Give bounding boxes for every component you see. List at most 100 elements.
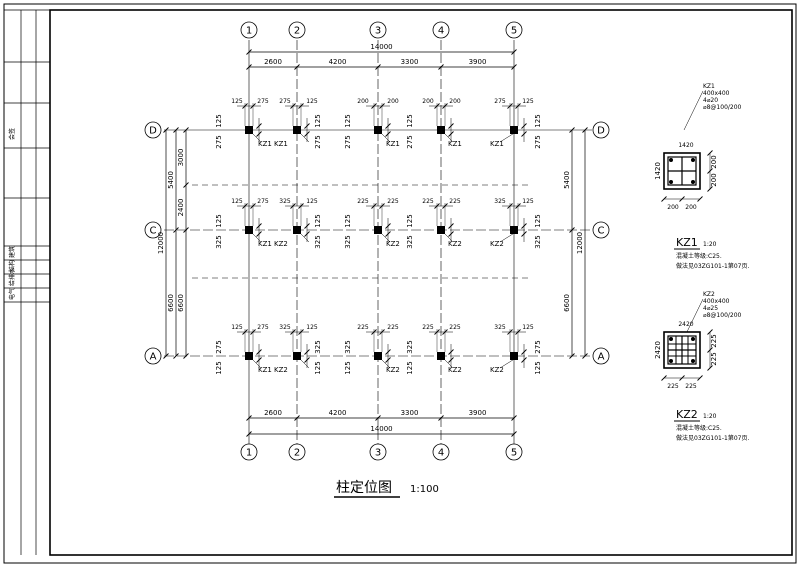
dimension-tick — [304, 357, 310, 363]
local-dimension-side-text: 125 — [314, 361, 322, 374]
local-dimension-text: 225 — [422, 198, 434, 205]
dimension-total: 14000 — [370, 43, 392, 51]
dimension-tick — [438, 415, 444, 421]
local-dimension-side-text: 275 — [406, 135, 414, 148]
detail-spec-name: KZ2 — [703, 291, 715, 298]
dimension-tick — [569, 127, 575, 133]
local-dimension-side-text: 275 — [215, 340, 223, 353]
local-dimension-text: 275 — [494, 98, 506, 105]
local-dimension-side-text: 125 — [406, 114, 414, 127]
axis-label-bottom: 4 — [438, 448, 444, 459]
axis-bubble-top — [505, 21, 523, 39]
dimension-tick — [661, 196, 667, 202]
dimension-tick — [679, 375, 685, 381]
dimension-tick — [294, 64, 300, 70]
axis-bubble-bottom — [288, 443, 306, 461]
dimension-tick — [511, 431, 517, 437]
column-C2 — [293, 226, 301, 234]
detail-dim-top: 2420 — [678, 321, 693, 328]
column-leader — [298, 231, 310, 243]
local-dimension-text: 325 — [279, 324, 291, 331]
axis-label-top: 2 — [294, 26, 300, 37]
axis-label-left: C — [150, 226, 157, 237]
axis-bubble-bottom — [505, 443, 523, 461]
dimension-tick — [707, 168, 713, 174]
local-dimension-side-text: 275 — [344, 135, 352, 148]
dimension-tick — [521, 231, 527, 237]
column-leader — [442, 357, 454, 369]
detail-note-reference: 做法见03ZG101-1第07页. — [676, 434, 749, 442]
dimension-tick — [569, 353, 575, 359]
stamp-row-4: 电气 — [8, 288, 16, 300]
dimension-tick — [697, 375, 703, 381]
column-tag: KZ1 — [258, 240, 272, 248]
local-dimension-side-text: 325 — [314, 235, 322, 248]
column-C1 — [245, 226, 253, 234]
dimension-right: 6600 — [563, 294, 571, 312]
dimension-span: 4200 — [329, 58, 347, 66]
dimension-tick — [448, 231, 454, 237]
sheet-border-inner — [49, 9, 793, 556]
dimension-tick — [707, 365, 713, 371]
local-dimension-side-text: 325 — [406, 235, 414, 248]
dimension-tick — [256, 349, 262, 355]
dimension-left-total: 12000 — [157, 232, 165, 254]
column-leader — [379, 357, 391, 369]
detail-note-concrete: 混凝土等级:C25. — [676, 424, 722, 432]
local-dimension-text: 325 — [494, 198, 506, 205]
dimension-tick — [511, 415, 517, 421]
local-dimension-text: 200 — [449, 98, 461, 105]
axis-label-bottom: 5 — [511, 448, 517, 459]
dimension-tick — [385, 231, 391, 237]
axis-label-bottom: 1 — [246, 448, 252, 459]
local-dimension-text: 200 — [387, 98, 399, 105]
axis-label-left: D — [149, 126, 157, 137]
local-dimension-side-text: 125 — [534, 114, 542, 127]
dimension-tick — [375, 415, 381, 421]
dimension-tick — [183, 353, 189, 359]
dimension-tick — [256, 223, 262, 229]
dimension-tick — [173, 127, 179, 133]
detail-caption-scale: 1:20 — [703, 413, 717, 420]
dimension-tick — [521, 357, 527, 363]
detail-rebar — [691, 337, 695, 341]
axis-bubble-right — [592, 221, 610, 239]
dimension-tick — [511, 64, 517, 70]
local-dimension-side-text: 125 — [344, 361, 352, 374]
column-leader — [298, 357, 310, 369]
dimension-tick — [163, 353, 169, 359]
column-tag: KZ2 — [490, 366, 504, 374]
detail-dim-right: 225 — [710, 334, 718, 347]
column-tag: KZ1 — [258, 366, 272, 374]
column-tag: KZ2 — [490, 240, 504, 248]
detail-rebar — [691, 158, 695, 162]
axis-bubble-top — [288, 21, 306, 39]
column-tag: KZ1 — [258, 140, 272, 148]
column-D1 — [245, 126, 253, 134]
local-dimension-side-text: 325 — [534, 235, 542, 248]
local-dimension-text: 275 — [257, 324, 269, 331]
local-dimension-text: 125 — [522, 98, 534, 105]
column-C5 — [510, 226, 518, 234]
detail-dim-bottom: 200 — [685, 204, 697, 211]
local-dimension-text: 200 — [357, 98, 369, 105]
local-dimension-side-text: 125 — [215, 114, 223, 127]
dimension-span: 4200 — [329, 409, 347, 417]
detail-dim-bottom: 200 — [667, 204, 679, 211]
stamp-row-2: 结构 — [8, 260, 16, 272]
detail-spec-size: 400x400 — [703, 298, 730, 305]
axis-bubble-left — [144, 121, 162, 139]
dimension-tick — [521, 223, 527, 229]
column-leader — [442, 231, 454, 243]
local-dimension-text: 125 — [522, 324, 534, 331]
axis-label-top: 4 — [438, 26, 444, 37]
detail-rebar — [691, 359, 695, 363]
detail-rebar — [669, 337, 673, 341]
local-dimension-side-text: 275 — [534, 135, 542, 148]
dimension-tick — [697, 196, 703, 202]
dimension-tick — [375, 64, 381, 70]
local-dimension-text: 225 — [387, 198, 399, 205]
dimension-total: 14000 — [370, 425, 392, 433]
